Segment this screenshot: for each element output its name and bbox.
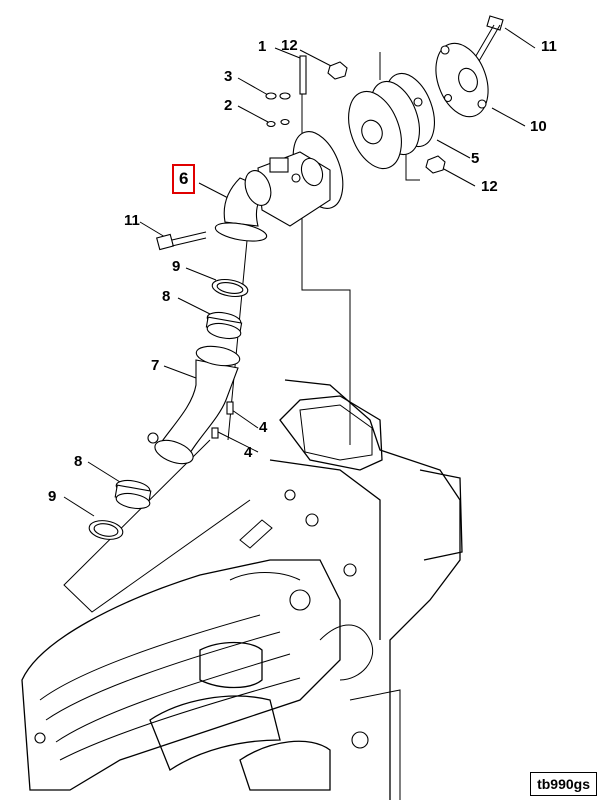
clamp-9-lower [88, 520, 124, 540]
leader-lines [63, 27, 536, 613]
callout-12-bottom: 12 [481, 178, 498, 195]
callout-9-upper: 9 [172, 258, 181, 275]
callout-12-top: 12 [281, 37, 298, 54]
nut-12-top [327, 61, 348, 80]
washer-3 [265, 92, 291, 100]
figure-id-label: tb990gs [530, 772, 597, 796]
coupling-5 [348, 72, 435, 170]
flange-10 [435, 42, 489, 118]
stud-1 [299, 55, 307, 95]
callout-6-highlighted: 6 [172, 164, 196, 194]
manifold-outlet-flange [257, 131, 344, 227]
washer-2 [266, 118, 290, 128]
callout-10: 10 [530, 118, 547, 135]
callout-8-upper: 8 [162, 288, 171, 305]
callout-9-lower: 9 [48, 488, 57, 505]
clamp-9-upper [211, 278, 249, 298]
callout-1: 1 [258, 38, 267, 55]
sleeve-8-upper [205, 311, 243, 340]
callout-4-upper: 4 [259, 419, 268, 436]
elbow-6 [214, 170, 272, 242]
callout-4-lower: 4 [244, 444, 253, 461]
callout-11-top: 11 [541, 38, 557, 55]
engine-assembly [21, 379, 463, 800]
callout-7: 7 [151, 357, 160, 374]
callout-11-left: 11 [124, 212, 140, 229]
callout-3: 3 [224, 68, 233, 85]
sleeve-8-lower [114, 479, 152, 510]
nut-12-bottom [425, 155, 446, 174]
callout-2: 2 [224, 97, 233, 114]
callout-5: 5 [471, 150, 480, 167]
pipe-7 [147, 345, 241, 465]
bolt-11-left [156, 231, 207, 251]
callout-8-lower: 8 [74, 453, 83, 470]
